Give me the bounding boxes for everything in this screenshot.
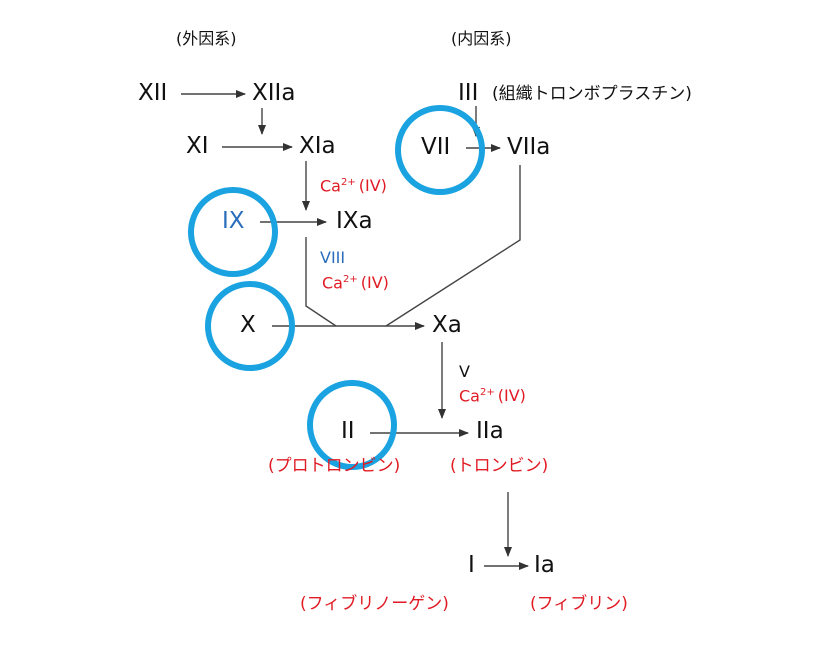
highlight-circle-ix	[188, 187, 278, 277]
extrinsic-header: (外因系)	[176, 29, 237, 48]
factor-x: X	[240, 312, 256, 338]
factor-i: I	[468, 552, 475, 578]
name-fibrinogen: (フィブリノーゲン)	[300, 594, 449, 614]
highlight-circle-ii	[307, 380, 397, 470]
name-tissue-thromboplastin: (組織トロンボプラスチン)	[492, 84, 692, 104]
name-prothrombin: (プロトロンビン)	[268, 456, 401, 476]
factor-ix: IX	[222, 208, 245, 234]
arrow-viia-to-x	[385, 165, 521, 327]
factor-vii: VII	[421, 134, 451, 160]
factor-xi: XI	[186, 133, 209, 159]
highlight-circle-vii	[395, 105, 485, 195]
factor-xa: Xa	[432, 312, 462, 338]
factor-ia: Ia	[534, 552, 555, 578]
factor-ii: II	[341, 418, 355, 444]
name-thrombin: (トロンビン)	[450, 456, 549, 476]
intrinsic-header: (内因系)	[451, 29, 512, 48]
cofactor-calcium-1: Ca2+(IV)	[320, 176, 387, 196]
factor-xiia: XIIa	[252, 80, 296, 106]
factor-viia: VIIa	[507, 134, 551, 160]
name-fibrin: (フィブリン)	[530, 594, 628, 614]
factor-xii: XII	[138, 80, 168, 106]
highlight-circle-x	[205, 281, 295, 371]
factor-ixa: IXa	[336, 208, 373, 234]
factor-iia: IIa	[476, 418, 504, 444]
factor-iii: III	[458, 80, 479, 106]
cofactor-calcium-2: Ca2+(IV)	[322, 273, 389, 293]
cofactor-viii: VIII	[320, 248, 346, 267]
arrow-ixa-to-x	[305, 237, 337, 327]
factor-xia: XIa	[299, 133, 336, 159]
cofactor-calcium-3: Ca2+(IV)	[459, 386, 526, 406]
cofactor-v: V	[459, 362, 470, 381]
